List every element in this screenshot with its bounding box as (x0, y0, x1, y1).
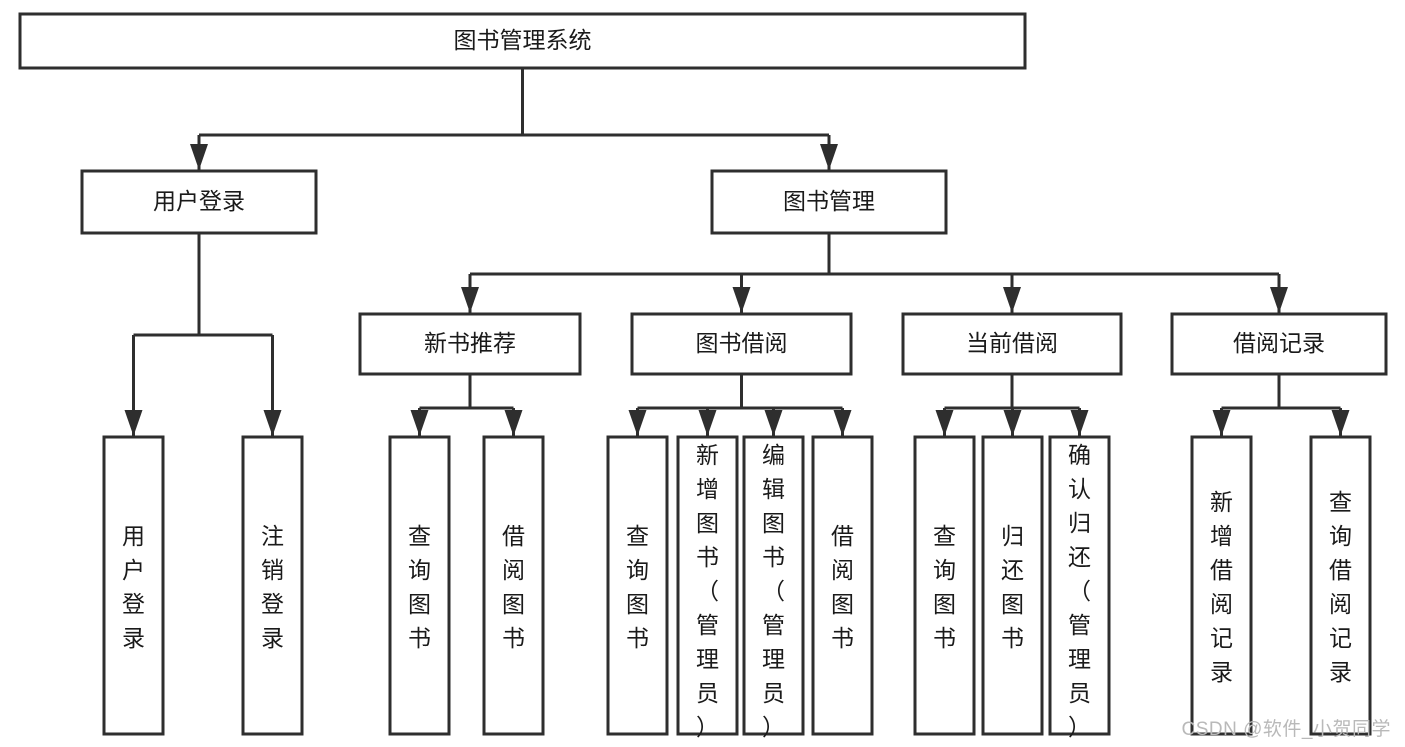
node-label-borrow-book-2: 借阅图书 (831, 523, 854, 651)
node-box-add-borrow-record (1190, 435, 1253, 736)
node-book-borrow-arrow-1 (698, 410, 717, 436)
node-box-book-manage (710, 169, 948, 235)
node-box-current-borrow (901, 312, 1123, 376)
node-label-book-manage: 图书管理 (783, 188, 875, 214)
node-root[interactable]: 图书管理系统 (18, 12, 1027, 70)
node-label-borrow-book-1: 借阅图书 (502, 523, 525, 651)
node-box-add-book-admin (676, 435, 739, 736)
node-label-borrow-record: 借阅记录 (1233, 330, 1325, 356)
node-book-borrow-arrow-3 (833, 410, 852, 436)
node-new-book-recommend[interactable]: 新书推荐 (358, 312, 582, 376)
node-box-query-book-1 (388, 435, 451, 736)
node-label-edit-book-admin: 编辑图书（管理员） (762, 442, 785, 740)
node-label-add-borrow-record: 新增借阅记录 (1210, 489, 1233, 685)
node-box-confirm-return-admin (1048, 435, 1111, 736)
node-label-add-book-admin: 新增图书（管理员） (696, 442, 719, 740)
node-borrow-book-2[interactable]: 借阅图书 (811, 435, 874, 736)
node-return-book[interactable]: 归还图书 (981, 435, 1044, 736)
node-label-user-login-do: 用户登录 (122, 523, 145, 651)
node-query-borrow-record[interactable]: 查询借阅记录 (1309, 435, 1372, 736)
node-label-root: 图书管理系统 (454, 27, 592, 53)
node-confirm-return-admin[interactable]: 确认归还（管理员） (1048, 435, 1111, 740)
node-box-user-logout (241, 435, 304, 736)
node-book-manage-children-arrow-2 (1003, 287, 1021, 313)
node-book-manage[interactable]: 图书管理 (710, 169, 948, 235)
node-borrow-record-arrow-1 (1331, 410, 1350, 436)
node-label-query-book-1: 查询图书 (408, 523, 431, 651)
node-label-book-borrow: 图书借阅 (696, 330, 788, 356)
node-label-current-borrow: 当前借阅 (966, 330, 1058, 356)
node-current-borrow[interactable]: 当前借阅 (901, 312, 1123, 376)
node-label-new-book-recommend: 新书推荐 (424, 330, 516, 356)
node-box-borrow-book-2 (811, 435, 874, 736)
node-box-new-book-recommend (358, 312, 582, 376)
node-box-book-borrow (630, 312, 853, 376)
node-box-borrow-record (1170, 312, 1388, 376)
node-borrow-record-arrow-0 (1212, 410, 1231, 436)
node-book-borrow-arrow-2 (764, 410, 783, 436)
node-box-edit-book-admin (742, 435, 805, 736)
node-book-manage-children-arrow-3 (1270, 287, 1288, 313)
node-user-logout[interactable]: 注销登录 (241, 435, 304, 736)
node-user-login-arrow-0 (124, 410, 143, 436)
node-user-login-do[interactable]: 用户登录 (102, 435, 165, 736)
node-book-manage-children-arrow-1 (732, 287, 751, 313)
node-box-return-book (981, 435, 1044, 736)
node-label-user-login: 用户登录 (153, 188, 245, 214)
node-box-query-book-2 (606, 435, 669, 736)
node-label-query-borrow-record: 查询借阅记录 (1329, 489, 1352, 685)
watermark-label: CSDN @软件_小贺同学 (1181, 719, 1391, 740)
node-borrow-book-1[interactable]: 借阅图书 (482, 435, 545, 736)
node-label-query-book-2: 查询图书 (626, 523, 649, 651)
node-box-root (18, 12, 1027, 70)
node-current-borrow-arrow-2 (1070, 410, 1089, 436)
node-box-query-book-3 (913, 435, 976, 736)
node-add-borrow-record[interactable]: 新增借阅记录 (1190, 435, 1253, 736)
node-query-book-2[interactable]: 查询图书 (606, 435, 669, 736)
node-box-user-login-do (102, 435, 165, 736)
node-add-book-admin[interactable]: 新增图书（管理员） (676, 435, 739, 740)
node-box-query-borrow-record (1309, 435, 1372, 736)
root-to-level2-arrow-0 (190, 144, 208, 170)
connector-layer (124, 68, 1350, 436)
node-edit-book-admin[interactable]: 编辑图书（管理员） (742, 435, 805, 740)
node-label-confirm-return-admin: 确认归还（管理员） (1068, 442, 1091, 740)
node-box-borrow-book-1 (482, 435, 545, 736)
node-user-login-arrow-1 (263, 410, 282, 436)
node-layer: 图书管理系统用户登录用户登录注销登录图书管理新书推荐查询图书借阅图书图书借阅查询… (18, 12, 1388, 740)
node-new-book-recommend-arrow-0 (410, 410, 429, 436)
node-new-book-recommend-arrow-1 (504, 410, 523, 436)
node-user-login[interactable]: 用户登录 (80, 169, 318, 235)
node-label-return-book: 归还图书 (1001, 523, 1024, 651)
node-book-manage-children-arrow-0 (461, 287, 479, 313)
node-current-borrow-arrow-1 (1003, 410, 1022, 436)
root-to-level2-arrow-1 (820, 144, 838, 170)
node-current-borrow-arrow-0 (935, 410, 954, 436)
node-query-book-3[interactable]: 查询图书 (913, 435, 976, 736)
node-query-book-1[interactable]: 查询图书 (388, 435, 451, 736)
node-box-user-login (80, 169, 318, 235)
node-label-query-book-3: 查询图书 (933, 523, 956, 651)
node-book-borrow[interactable]: 图书借阅 (630, 312, 853, 376)
node-borrow-record[interactable]: 借阅记录 (1170, 312, 1388, 376)
node-label-user-logout: 注销登录 (261, 523, 284, 651)
node-book-borrow-arrow-0 (628, 410, 647, 436)
